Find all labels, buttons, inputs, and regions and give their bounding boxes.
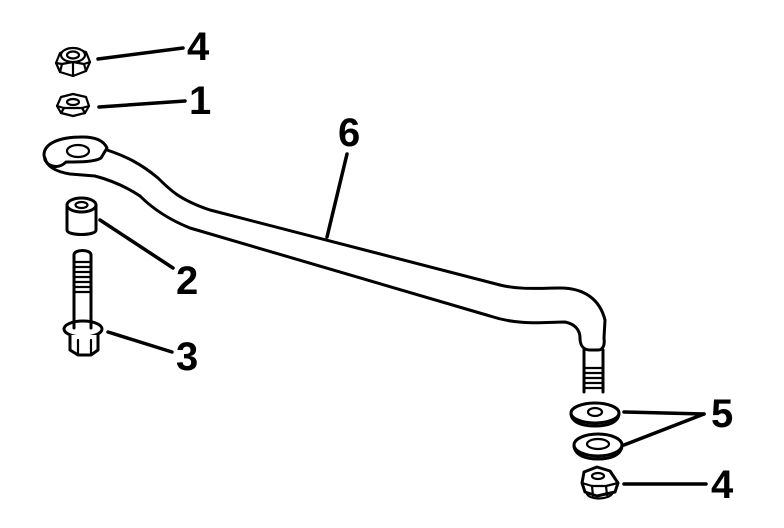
spacer-drawing xyxy=(65,196,98,236)
locknut-bottom-drawing xyxy=(580,465,620,500)
bolt-drawing xyxy=(62,249,104,357)
washer-lower-drawing xyxy=(572,432,624,461)
link-rod-drawing xyxy=(42,135,607,394)
washer-upper-drawing xyxy=(569,401,621,428)
leader-lines xyxy=(96,46,708,486)
locknut-top-drawing xyxy=(54,46,92,78)
callout-6: 6 xyxy=(338,111,361,155)
nut-drawing xyxy=(55,92,91,118)
callout-5: 5 xyxy=(711,392,734,436)
callout-4-bottom: 4 xyxy=(711,463,734,507)
callout-4-top: 4 xyxy=(187,25,210,69)
callout-2: 2 xyxy=(176,259,199,303)
callout-1: 1 xyxy=(189,79,212,123)
callout-3: 3 xyxy=(176,335,199,379)
